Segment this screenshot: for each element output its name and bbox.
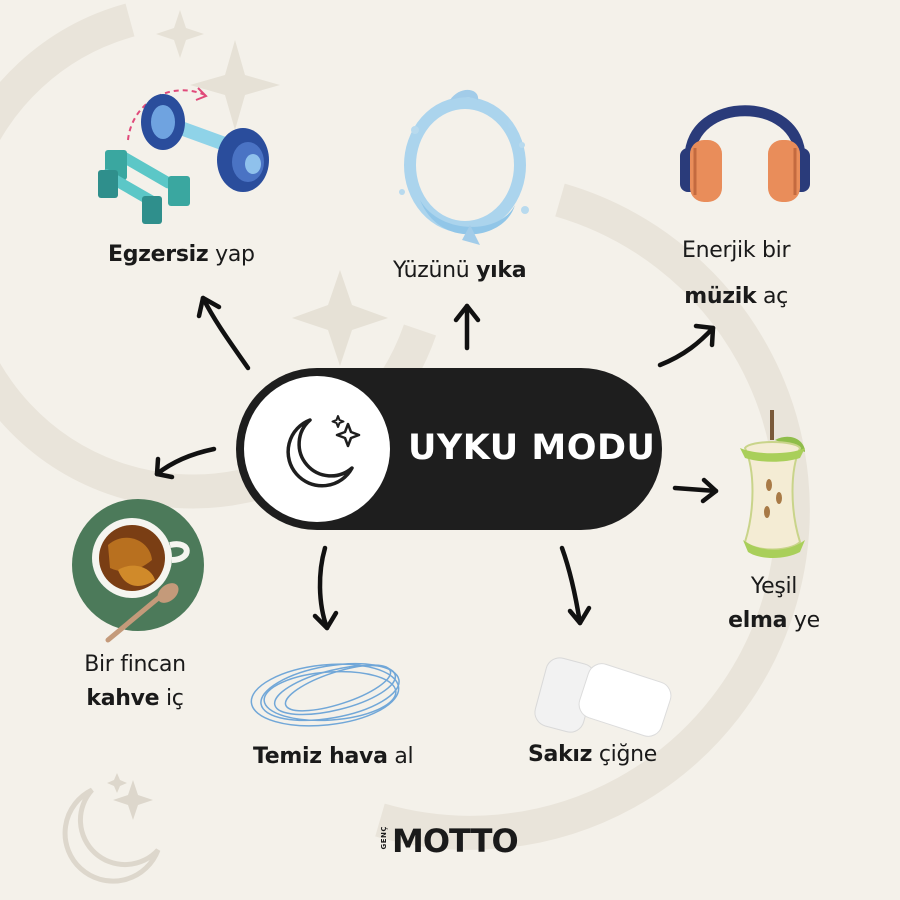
dumbbell-icon: [98, 87, 269, 224]
wind-icon: [250, 662, 400, 727]
label-music: Enerjik bir müzik aç: [682, 238, 791, 309]
arrow-to-apple: [672, 477, 719, 504]
coffee-cup-icon: [72, 499, 204, 643]
water-splash-icon: [399, 89, 529, 245]
headphones-icon: [680, 105, 810, 202]
chewing-gum-icon: [534, 657, 672, 737]
label-wash: Yüzünü yıka: [393, 258, 527, 283]
arrow-to-coffee: [154, 446, 217, 480]
brand-main-text: MOTTO: [392, 822, 519, 860]
sleep-mode-title: UYKU MODU: [408, 428, 656, 468]
brand-small-text: GENÇ: [380, 826, 388, 850]
label-air: Temiz hava al: [253, 744, 414, 769]
moon-stars-icon: [286, 415, 361, 488]
sleep-mode-toggle[interactable]: UYKU MODU: [236, 368, 662, 530]
toggle-knob: [244, 376, 390, 522]
arrow-to-music: [657, 323, 716, 368]
label-coffee: Bir fincan kahve iç: [84, 652, 186, 711]
arrow-to-air: [312, 545, 339, 631]
arrow-to-gum: [559, 545, 592, 626]
corner-moon-icon: [62, 787, 161, 884]
arrow-to-wash: [453, 303, 481, 351]
arrow-to-exercise: [196, 295, 251, 371]
label-apple: Yeşil elma ye: [728, 574, 820, 633]
label-gum: Sakız çiğne: [528, 742, 658, 767]
label-exercise: Egzersiz yap: [108, 242, 255, 267]
apple-core-icon: [740, 410, 805, 558]
